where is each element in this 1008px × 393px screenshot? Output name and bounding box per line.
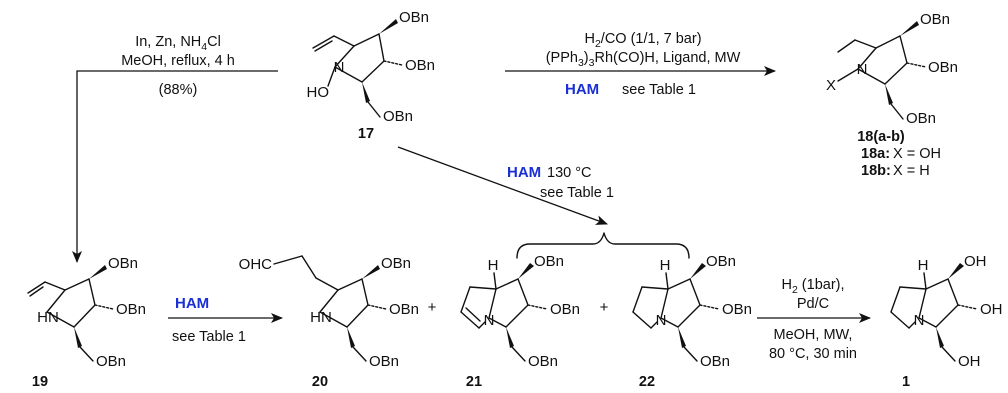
compound-20: OHC OBn OBn HN OBn 20 (239, 255, 419, 390)
label-18: 18(a-b) (857, 129, 905, 145)
conditions-indium-reduction: In, Zn, NH4Cl MeOH, reflux, 4 h (88%) (121, 34, 235, 98)
text-18b: X = H (893, 163, 930, 179)
c22-obn-right: OBn (722, 301, 752, 318)
c18-n: N (857, 61, 868, 78)
cond-top-line2: (PPh3)3Rh(CO)H, Ligand, MW (546, 50, 741, 69)
c22-obn-bottom: OBn (700, 353, 730, 370)
c20-obn-right: OBn (389, 301, 419, 318)
c22-obn-top: OBn (706, 253, 736, 270)
label-19: 19 (32, 374, 48, 390)
conditions-ham-130: HAM 130 °C see Table 1 (507, 164, 614, 201)
c18-obn-top: OBn (920, 11, 950, 28)
cond-diag-ham: HAM (507, 164, 541, 181)
c19-obn-right: OBn (116, 301, 146, 318)
c21-obn-top: OBn (534, 253, 564, 270)
compound-1: H OH OH N OH 1 (890, 253, 1003, 390)
label-22: 22 (639, 374, 655, 390)
c17-n: N (334, 59, 345, 76)
c21-h: H (488, 257, 499, 274)
plus-21-22: + (600, 299, 609, 316)
c1-n: N (914, 312, 925, 329)
c21-obn-right: OBn (550, 301, 580, 318)
c22-n: N (656, 312, 667, 329)
cond-right-line1: H2 (1bar), (781, 277, 844, 296)
brace-21-22 (516, 232, 690, 259)
compound-22: H OBn OBn N OBn 22 (632, 253, 752, 390)
c1-oh-top: OH (964, 253, 987, 270)
cond-left-line2: MeOH, reflux, 4 h (121, 53, 235, 69)
compound-18: OBn OBn N X OBn 18(a-b) 18a: X = OH 18b:… (826, 11, 958, 179)
conditions-ham-19: HAM see Table 1 (172, 295, 246, 345)
c21-n: N (484, 312, 495, 329)
label-18b: 18b: (861, 163, 891, 179)
label-21: 21 (466, 374, 482, 390)
arrow-17-to-19 (72, 70, 278, 263)
c18-obn-bottom: OBn (906, 110, 936, 127)
c22-h: H (660, 257, 671, 274)
label-18a: 18a: (861, 146, 890, 162)
label-20: 20 (312, 374, 328, 390)
c1-h: H (918, 257, 929, 274)
plus-20-21: + (428, 299, 437, 316)
cond-diag-temp: 130 °C (547, 165, 592, 181)
c1-oh-right: OH (980, 301, 1003, 318)
c20-ohc: OHC (239, 256, 273, 273)
compound-21: H OBn OBn N OBn 21 (460, 253, 580, 390)
c17-obn-right: OBn (405, 57, 435, 74)
arrow-17-to-21-22 (397, 146, 608, 225)
c18-obn-right: OBn (928, 59, 958, 76)
label-17: 17 (358, 126, 374, 142)
conditions-hydroformylation: H2/CO (1/1, 7 bar) (PPh3)3Rh(CO)H, Ligan… (546, 31, 741, 98)
c19-hn: HN (37, 309, 59, 326)
cond-diag-table: see Table 1 (540, 185, 614, 201)
c17-ho: HO (307, 84, 330, 101)
cond-mid-ham: HAM (175, 295, 209, 312)
cond-top-table: see Table 1 (622, 82, 696, 98)
cond-right-line3: MeOH, MW, (774, 327, 853, 343)
cond-left-line1: In, Zn, NH4Cl (135, 34, 221, 53)
cond-right-line4: 80 °C, 30 min (769, 346, 857, 362)
compound-17: OBn OBn N HO OBn 17 (307, 9, 436, 142)
cond-mid-table: see Table 1 (172, 329, 246, 345)
cond-top-ham: HAM (565, 81, 599, 98)
c20-obn-bottom: OBn (369, 353, 399, 370)
compound-19: OBn OBn HN OBn 19 (27, 255, 146, 390)
c20-obn-top: OBn (381, 255, 411, 272)
text-18a: X = OH (893, 146, 941, 162)
c19-obn-bottom: OBn (96, 353, 126, 370)
cond-left-yield: (88%) (159, 82, 198, 98)
cond-top-line1: H2/CO (1/1, 7 bar) (584, 31, 701, 50)
label-1: 1 (902, 374, 910, 390)
c17-obn-top: OBn (399, 9, 429, 26)
c19-obn-top: OBn (108, 255, 138, 272)
c20-hn: HN (310, 309, 332, 326)
c18-x: X (826, 77, 836, 94)
c17-obn-bottom: OBn (383, 108, 413, 125)
cond-right-line2: Pd/C (797, 296, 829, 312)
c1-oh-bottom: OH (958, 353, 981, 370)
conditions-hydrogenation: H2 (1bar), Pd/C MeOH, MW, 80 °C, 30 min (769, 277, 857, 362)
c21-obn-bottom: OBn (528, 353, 558, 370)
